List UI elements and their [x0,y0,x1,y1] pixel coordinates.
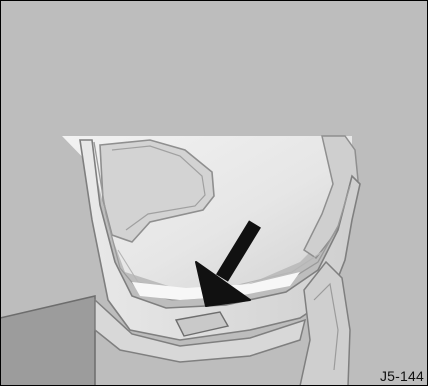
figure-code: J5-144 [380,369,424,383]
